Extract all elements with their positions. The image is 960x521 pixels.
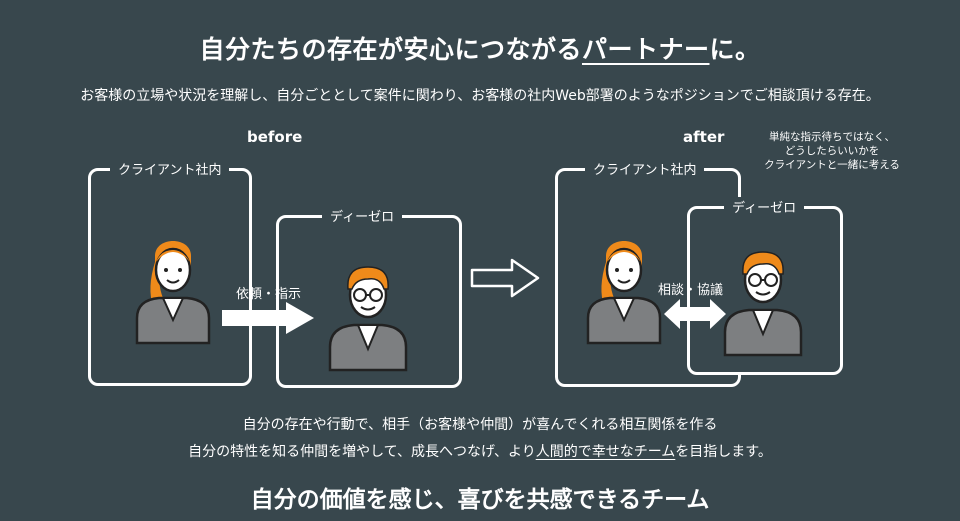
woman-icon	[135, 241, 211, 345]
before-client-label: クライアント社内	[110, 159, 230, 178]
title-suffix: に。	[709, 35, 761, 64]
after-client-label: クライアント社内	[585, 159, 705, 178]
title-highlight: パートナー	[581, 35, 710, 64]
bottom-line-2-highlight: 人間的で幸せなチーム	[535, 444, 676, 460]
after-label: after	[683, 128, 725, 146]
note-line: どうしたらいいかを	[784, 145, 880, 157]
transition-arrow-icon	[470, 258, 540, 298]
man-with-glasses-icon	[328, 266, 408, 372]
bottom-line-2: 自分の特性を知る仲間を増やして、成長へつなげ、より人間的で幸せなチームを目指しま…	[0, 441, 960, 461]
man-with-glasses-icon	[723, 251, 803, 357]
note-line: クライアントと一緒に考える	[764, 159, 900, 171]
subtitle: お客様の立場や状況を理解し、自分ごととして案件に関わり、お客様の社内Web部署の…	[80, 88, 880, 104]
bottom-line-1: 自分の存在や行動で、相手（お客様や仲間）が喜んでくれる相互関係を作る	[242, 417, 718, 433]
woman-icon	[586, 241, 662, 345]
right-arrow-icon	[222, 302, 314, 334]
double-arrow-icon	[664, 299, 726, 329]
title-text: 自分たちの存在が安心につながる	[199, 35, 582, 64]
page-title: 自分たちの存在が安心につながるパートナーに。	[0, 30, 960, 66]
note-line: 単純な指示待ちではなく、	[769, 131, 895, 143]
after-arrow-label: 相談・協議	[658, 283, 724, 298]
before-label: before	[247, 128, 303, 146]
bottom-line-2-text: 自分の特性を知る仲間を増やして、成長へつなげ、より	[188, 444, 536, 460]
before-company-label: ディーゼロ	[322, 206, 403, 225]
bottom-line-2-suffix: を目指します。	[675, 444, 772, 460]
after-company-label: ディーゼロ	[724, 197, 805, 216]
after-note: 単純な指示待ちではなく、 どうしたらいいかを クライアントと一緒に考える	[752, 130, 912, 172]
before-arrow-label: 依頼・指示	[236, 287, 302, 302]
tagline: 自分の価値を感じ、喜びを共感できるチーム	[250, 487, 710, 513]
